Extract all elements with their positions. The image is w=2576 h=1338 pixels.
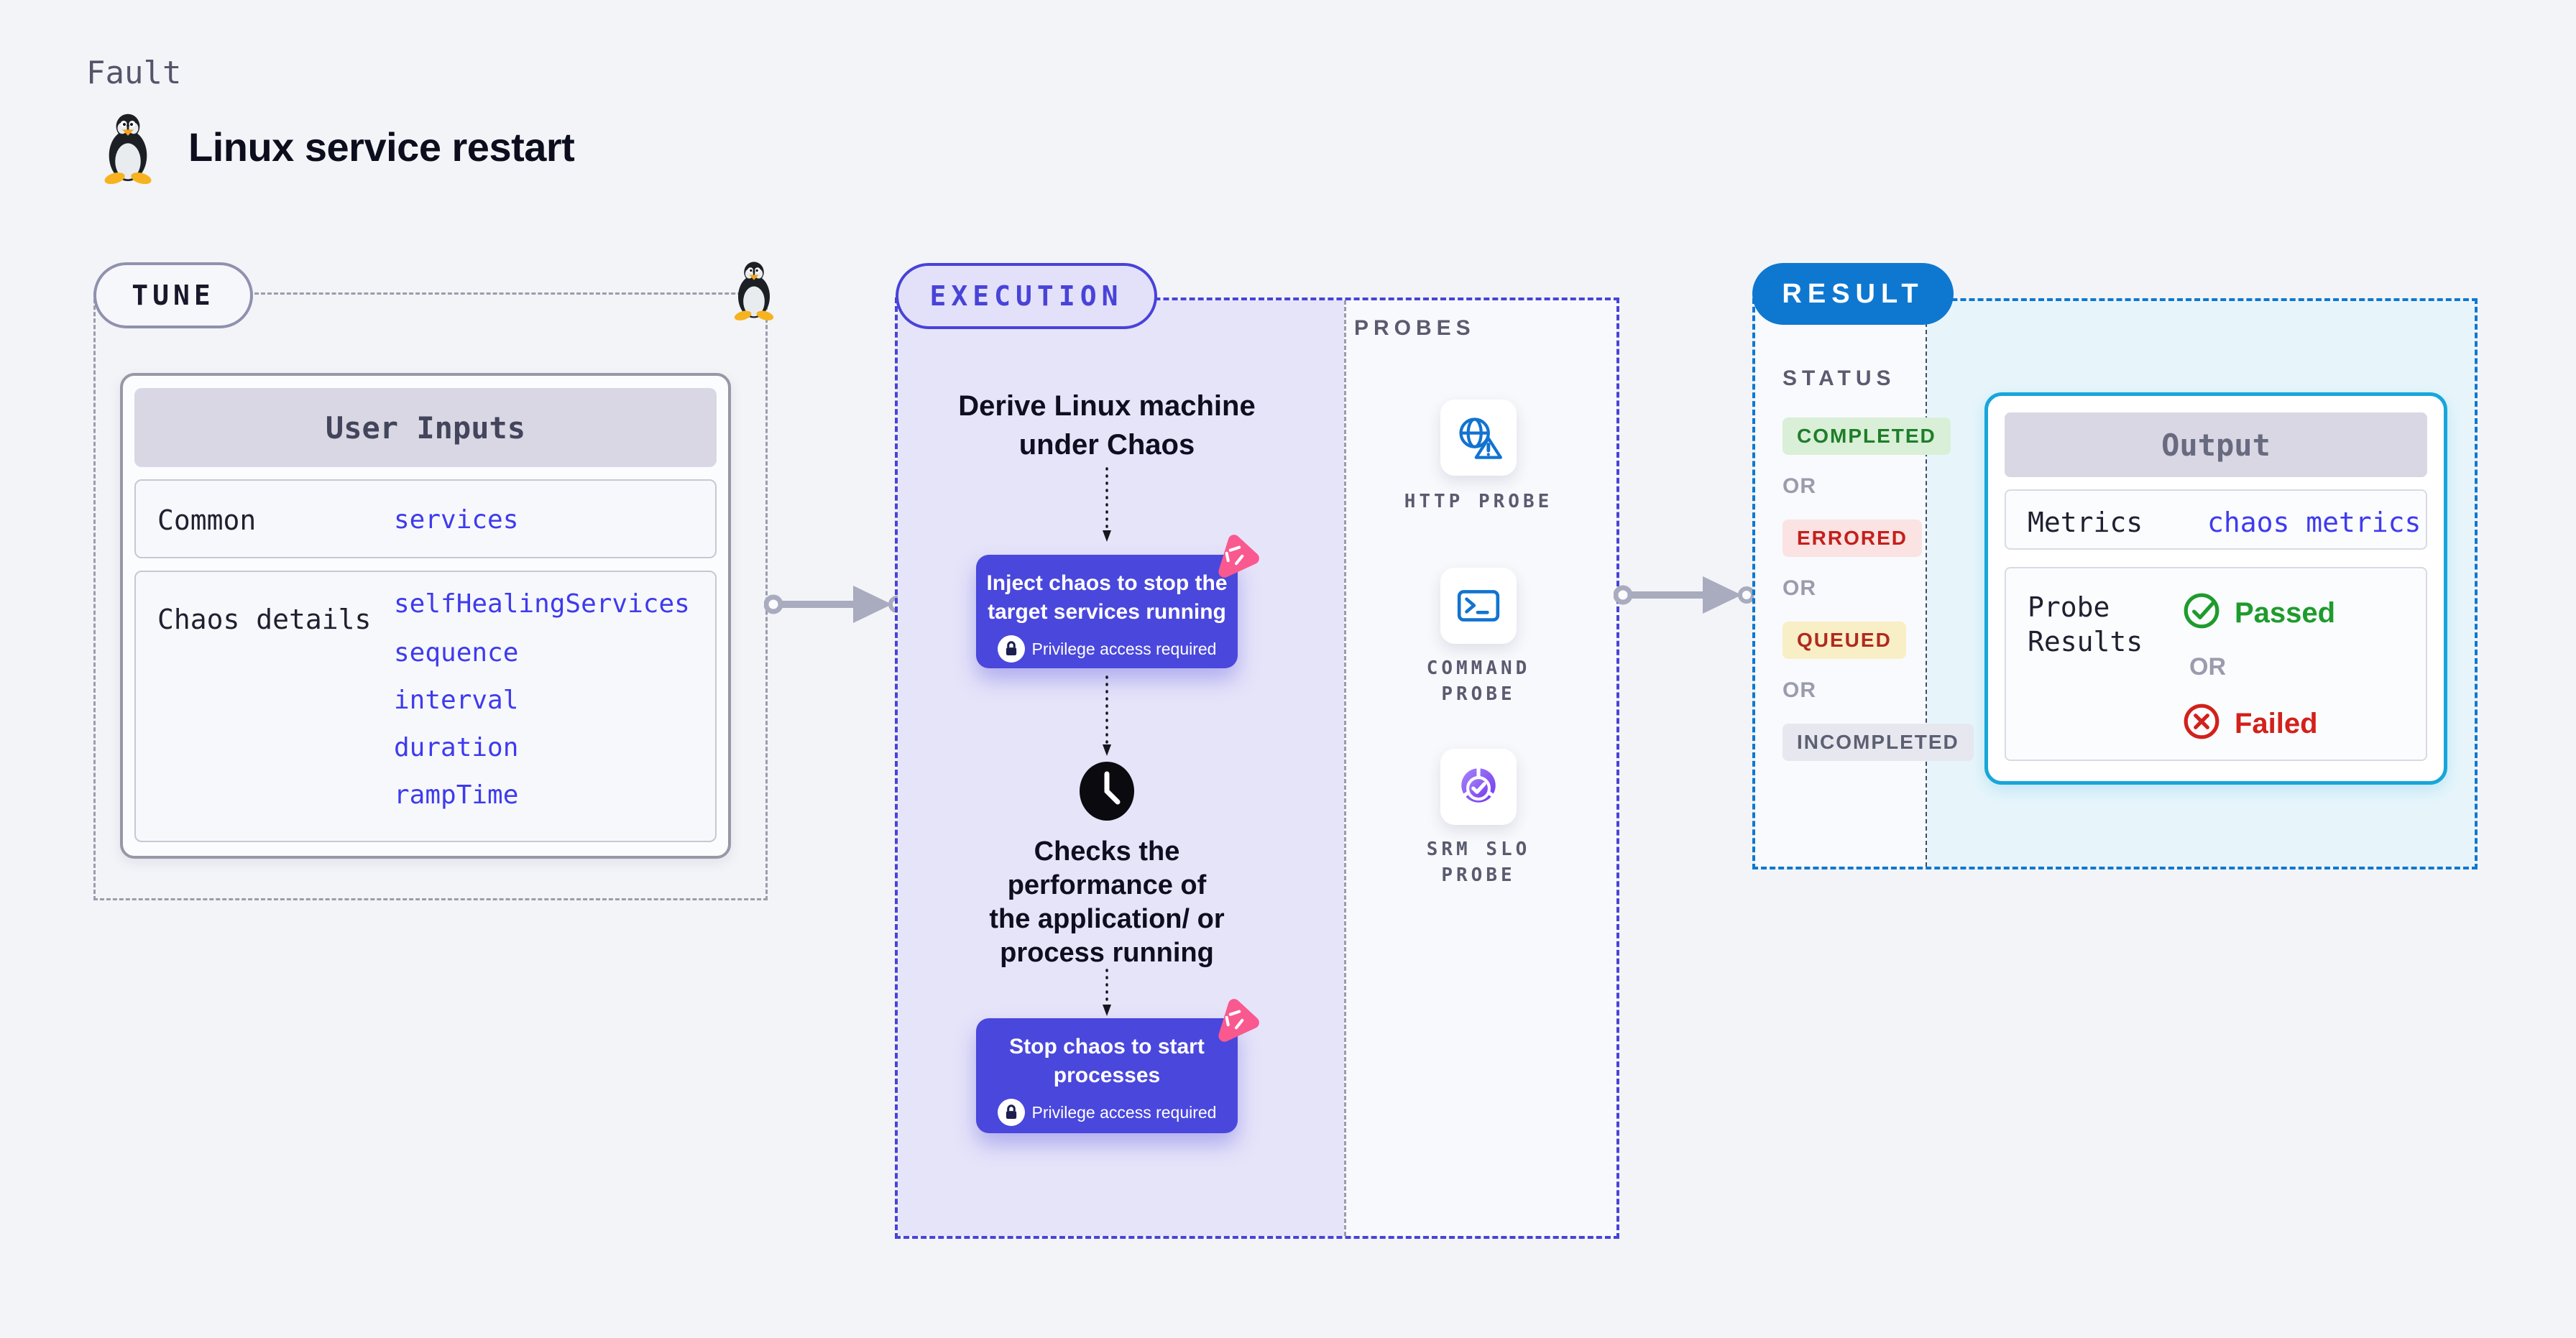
chaos-metrics-link[interactable]: chaos metrics xyxy=(2207,507,2421,538)
stop-chaos-title: Stop chaos to start processes xyxy=(1009,1035,1205,1087)
srm-slo-probe-label: SRM SLO PROBE xyxy=(1426,839,1531,886)
http-probe-label: HTTP PROBE xyxy=(1404,491,1553,512)
derive-machine-text: Derive Linux machine under Chaos xyxy=(958,390,1256,461)
flow-arrow-1 xyxy=(1103,467,1111,542)
execution-pill: EXECUTION xyxy=(896,263,1157,329)
param-interval-link[interactable]: interval xyxy=(394,686,519,715)
chaos-badge-icon xyxy=(1209,995,1262,1048)
privilege-note: Privilege access required xyxy=(1031,639,1217,658)
lock-icon xyxy=(997,1099,1025,1126)
probe-results-row: Probe Results Passed OR Failed xyxy=(2005,567,2427,761)
param-sequence-link[interactable]: sequence xyxy=(394,638,519,668)
status-badge-incompleted: INCOMPLETED xyxy=(1782,724,1974,761)
checks-performance-text: Checks the performance of the applicatio… xyxy=(989,836,1225,968)
status-label: STATUS xyxy=(1782,366,1896,390)
status-badge-queued: QUEUED xyxy=(1782,622,1906,659)
status-or-1: OR xyxy=(1782,474,1816,498)
user-inputs-header: User Inputs xyxy=(134,388,717,467)
chaos-details-label: Chaos details xyxy=(157,604,372,635)
tune-section-box xyxy=(93,292,768,900)
tux-corner-icon xyxy=(733,262,775,320)
clock-icon xyxy=(1080,762,1134,821)
flow-arrow-2 xyxy=(1103,675,1111,756)
flow-arrow-3 xyxy=(1103,969,1111,1016)
status-badge-completed: COMPLETED xyxy=(1782,417,1951,455)
chaos-badge-icon xyxy=(1209,530,1262,583)
tune-pill: TUNE xyxy=(93,262,253,328)
probe-results-label: Probe Results xyxy=(2028,591,2143,658)
param-duration-link[interactable]: duration xyxy=(394,733,519,762)
x-circle-icon xyxy=(2184,703,2220,739)
status-panel xyxy=(1755,301,1927,867)
user-inputs-row-chaos-details: Chaos details selfHealingServices sequen… xyxy=(134,571,717,842)
status-badge-errored: ERRORED xyxy=(1782,520,1923,557)
status-or-2: OR xyxy=(1782,576,1816,600)
tux-icon xyxy=(103,114,153,184)
execution-to-result-arrow xyxy=(1614,569,1754,621)
result-pill: RESULT xyxy=(1752,263,1954,325)
srm-slo-probe-tile xyxy=(1440,749,1517,825)
check-circle-icon xyxy=(2184,593,2220,629)
privilege-note: Privilege access required xyxy=(1031,1102,1217,1122)
globe-alert-icon xyxy=(1459,417,1502,459)
tune-to-execution-arrow xyxy=(764,578,904,630)
page-title: Linux service restart xyxy=(188,124,575,170)
metrics-label: Metrics xyxy=(2028,507,2143,538)
command-probe-tile xyxy=(1440,568,1517,644)
common-label: Common xyxy=(157,504,257,536)
param-ramptime-link[interactable]: rampTime xyxy=(394,780,519,810)
services-link[interactable]: services xyxy=(394,505,519,535)
metrics-row: Metrics chaos metrics xyxy=(2005,489,2427,550)
probes-label: PROBES xyxy=(1354,316,1476,340)
user-inputs-row-common: Common services xyxy=(134,479,717,558)
terminal-icon xyxy=(1457,590,1500,622)
inject-chaos-card: Inject chaos to stop the target services… xyxy=(976,555,1238,668)
http-probe-tile xyxy=(1440,400,1517,476)
inject-chaos-title: Inject chaos to stop the target services… xyxy=(986,571,1228,624)
param-selfhealingservices-link[interactable]: selfHealingServices xyxy=(394,589,690,619)
status-or-3: OR xyxy=(1782,678,1816,702)
command-probe-label: COMMAND PROBE xyxy=(1426,658,1531,705)
output-header: Output xyxy=(2005,412,2427,477)
stop-chaos-card: Stop chaos to start processes Privilege … xyxy=(976,1018,1238,1133)
probe-or: OR xyxy=(2189,653,2226,680)
passed-label: Passed xyxy=(2235,597,2336,629)
lock-icon xyxy=(997,635,1025,663)
slo-gauge-icon xyxy=(1461,767,1496,803)
fault-eyebrow: Fault xyxy=(86,55,182,91)
failed-label: Failed xyxy=(2235,708,2318,739)
